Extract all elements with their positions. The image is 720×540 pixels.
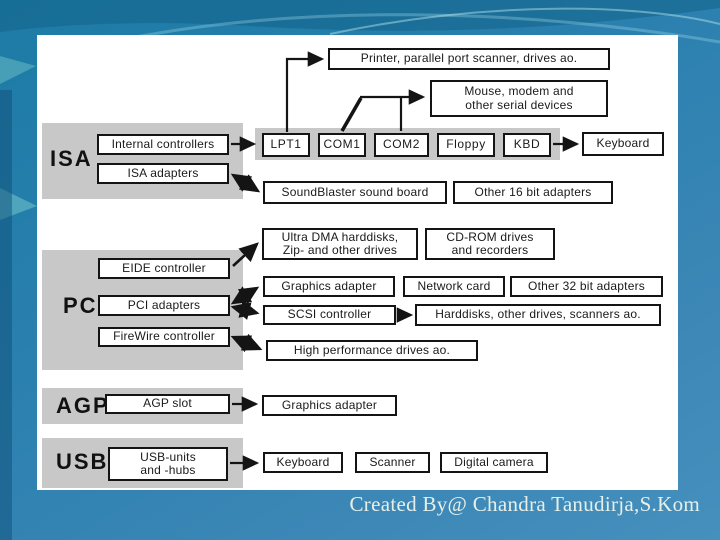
scsi-controller-box: SCSI controller <box>263 305 396 325</box>
agp-bus-label: AGP <box>56 393 110 418</box>
usb-units-box: USB-units and -hubs <box>108 447 228 481</box>
harddisks-device-box: Harddisks, other drives, scanners ao. <box>415 304 661 326</box>
internal-controllers-box: Internal controllers <box>97 134 229 155</box>
keyboard-usb-device-box: Keyboard <box>263 452 343 473</box>
firewire-controller-box: FireWire controller <box>98 327 230 347</box>
printer-device-box: Printer, parallel port scanner, drives a… <box>328 48 610 70</box>
mouse-device-line2: other serial devices <box>465 97 573 112</box>
ultra-dma-line2: Zip- and other drives <box>282 243 398 257</box>
agp-slot-box: AGP slot <box>105 394 230 414</box>
graphics-adapter-agp-box: Graphics adapter <box>262 395 397 416</box>
cdrom-line1: CD-ROM drives <box>446 229 534 244</box>
isa-adapters-box: ISA adapters <box>97 163 229 184</box>
kbd-port-box: KBD <box>503 133 551 157</box>
graphics-adapter-pci-box: Graphics adapter <box>263 276 395 297</box>
ultra-dma-line1: Ultra DMA harddisks, <box>281 229 399 244</box>
isa-bus-label: ISA <box>50 146 93 171</box>
com2-port-box: COM2 <box>374 133 429 157</box>
mouse-device-box: Mouse, modem and other serial devices <box>430 80 608 117</box>
cdrom-line2: and recorders <box>451 243 529 257</box>
lpt1-port-box: LPT1 <box>262 133 310 157</box>
usb-bus-label: USB <box>56 449 109 474</box>
eide-controller-box: EIDE controller <box>98 258 230 279</box>
high-performance-drives-box: High performance drives ao. <box>266 340 478 361</box>
com1-port-box: COM1 <box>318 133 366 157</box>
floppy-port-box: Floppy <box>437 133 495 157</box>
mouse-device-line1: Mouse, modem and <box>464 84 574 98</box>
pci-bus-label: PCI <box>63 293 106 318</box>
network-card-box: Network card <box>403 276 505 297</box>
scanner-device-box: Scanner <box>355 452 430 473</box>
soundblaster-device-box: SoundBlaster sound board <box>263 181 447 204</box>
cdrom-device-box: CD-ROM drives and recorders <box>425 228 555 260</box>
pci-adapters-box: PCI adapters <box>98 295 230 316</box>
other-16bit-adapters-box: Other 16 bit adapters <box>453 181 613 204</box>
usb-units-line1: USB-units <box>140 449 196 464</box>
other-32bit-adapters-box: Other 32 bit adapters <box>510 276 663 297</box>
usb-units-line2: and -hubs <box>140 463 196 477</box>
ultra-dma-device-box: Ultra DMA harddisks, Zip- and other driv… <box>262 228 418 260</box>
slide-credit-caption: Created By@ Chandra Tanudirja,S.Kom <box>349 492 700 516</box>
digital-camera-device-box: Digital camera <box>440 452 548 473</box>
keyboard-device-box: Keyboard <box>582 132 664 156</box>
